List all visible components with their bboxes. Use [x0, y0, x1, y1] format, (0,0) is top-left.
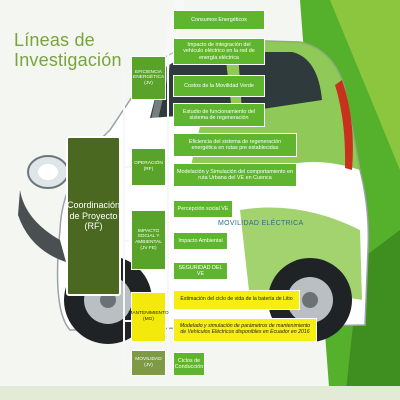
item-modelacion-label: Modelación y Simulación del comportamien…: [177, 168, 293, 181]
central-node: Coordinación de Proyecto (RF): [66, 136, 121, 296]
item-costos-label: Costos de la Movilidad Verde: [184, 82, 254, 89]
category-impacto-label: IMPACTO SOCIAL Y AMBIENTAL (JV FE): [135, 228, 162, 251]
item-eficiencia-regeneracion-label: Eficiencia del sistema de regeneración e…: [188, 138, 282, 151]
connector-cat-trunk: [167, 20, 169, 375]
item-impacto-integracion-label: Impacto de integración del vehículo eléc…: [183, 42, 255, 61]
item-eficiencia-regeneracion: Eficiencia del sistema de regeneración e…: [173, 133, 297, 157]
category-mantenimiento-label: MANTENIMIENTO (MG): [128, 311, 169, 322]
category-movilidad: MOVILIDAD (JV): [131, 350, 166, 376]
slide-title: Líneas de Investigación: [14, 30, 122, 70]
category-eficiencia: EFICIENCIA ENERGÉTICA (JV): [131, 56, 166, 100]
title-line-1: Líneas de: [14, 30, 95, 50]
car-lettering: MOVILIDAD ELÉCTRICA: [218, 220, 304, 227]
category-operacion-label: OPERACIÓN (RF): [134, 161, 163, 172]
item-ciclo-vida: Estimación del ciclo de vida de la bater…: [173, 290, 300, 310]
category-mantenimiento: MANTENIMIENTO (MG): [128, 292, 169, 342]
category-eficiencia-label: EFICIENCIA ENERGÉTICA (JV): [133, 69, 165, 86]
item-ciclo-vida-label: Estimación del ciclo de vida de la bater…: [180, 296, 293, 303]
item-costos: Costos de la Movilidad Verde: [173, 75, 265, 97]
category-operacion: OPERACIÓN (RF): [131, 148, 166, 186]
item-impacto-ambiental: Impacto Ambiental: [173, 232, 228, 250]
connector-trunk: [123, 74, 125, 374]
item-impacto-ambiental-label: Impacto Ambiental: [178, 237, 223, 244]
item-consumos-label: Consumos Energéticos: [191, 16, 247, 23]
bottom-band: [0, 386, 400, 400]
item-impacto-integracion: Impacto de integración del vehículo eléc…: [173, 38, 265, 65]
connector-h5: [123, 363, 133, 365]
item-consumos: Consumos Energéticos: [173, 10, 265, 30]
item-percepcion: Percepción social VE: [173, 200, 233, 218]
item-seguridad-label: SEGURIDAD DEL VE: [178, 264, 223, 277]
central-node-label: Coordinación de Proyecto (RF): [66, 200, 121, 232]
category-movilidad-label: MOVILIDAD (JV): [135, 357, 162, 368]
item-estudio-regeneracion-label: Estudio de funcionamiento del sistema de…: [182, 108, 256, 121]
item-parametros: Modelado y simulación de parámetros de m…: [173, 318, 317, 342]
connector-h1: [123, 76, 133, 78]
connector-h2: [123, 166, 133, 168]
item-modelacion: Modelación y Simulación del comportamien…: [173, 163, 297, 187]
connector-h3: [123, 240, 133, 242]
item-ciclos: Ciclos de Conducción: [173, 352, 205, 376]
item-estudio-regeneracion: Estudio de funcionamiento del sistema de…: [173, 103, 265, 127]
item-parametros-label: Modelado y simulación de parámetros de m…: [179, 323, 311, 335]
item-percepcion-label: Percepción social VE: [177, 205, 229, 212]
category-impacto: IMPACTO SOCIAL Y AMBIENTAL (JV FE): [131, 210, 166, 270]
connector-h4: [123, 320, 133, 322]
item-seguridad: SEGURIDAD DEL VE: [173, 262, 228, 280]
title-line-2: Investigación: [14, 50, 122, 70]
item-ciclos-label: Ciclos de Conducción: [174, 357, 204, 370]
